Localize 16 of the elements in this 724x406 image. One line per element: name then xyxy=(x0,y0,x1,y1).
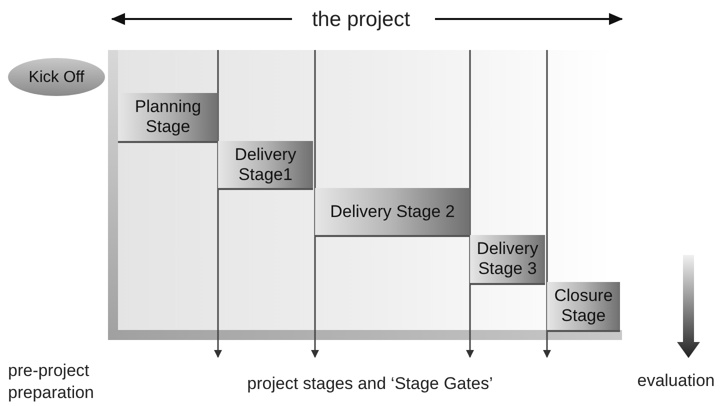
stage-box xyxy=(547,282,620,332)
stage-label: Delivery Stage 2 xyxy=(329,202,456,222)
caption-text: evaluation xyxy=(636,370,716,392)
stage-box xyxy=(315,188,470,237)
caption-text: project stages and ‘Stage Gates’ xyxy=(246,373,494,395)
stage-label: Closure Stage xyxy=(553,286,614,326)
stage-box xyxy=(470,235,545,285)
stage-box xyxy=(218,141,313,190)
stage-box xyxy=(118,93,218,143)
caption-text: pre-project preparation xyxy=(8,360,96,404)
stage-label: Delivery Stage 3 xyxy=(476,239,540,279)
caption-text: the project xyxy=(310,7,412,33)
stage-label: Kick Off xyxy=(28,68,86,86)
stage-label: Planning Stage xyxy=(134,97,202,137)
stage-label: Delivery Stage1 xyxy=(234,144,298,184)
start-oval xyxy=(8,58,105,96)
